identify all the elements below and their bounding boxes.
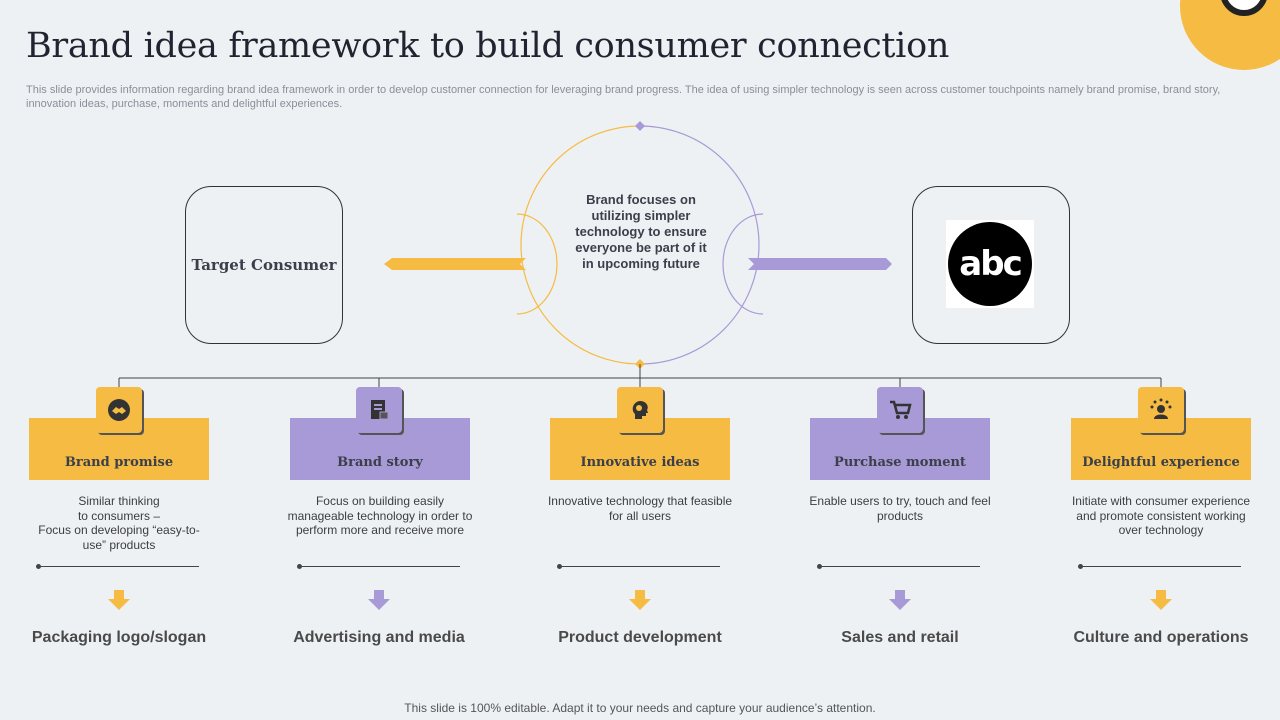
head-idea-icon [617,387,663,433]
pillar-brand-promise-desc: Similar thinking to consumers – Focus on… [24,494,214,552]
pillar-brand-story-outcome: Advertising and media [293,629,465,646]
shopping-cart-icon [877,387,923,433]
pillar-brand-promise-header: Brand promise [29,418,209,480]
right-arrow-bar [748,258,892,270]
target-consumer-label: Target Consumer [191,256,337,274]
document-icon [356,387,402,433]
center-statement: Brand focuses on utilizing simpler techn… [575,192,707,271]
pillar-divider [36,564,199,569]
handshake-icon [96,387,142,433]
down-arrow-5 [1150,590,1172,610]
brand-logo-box: abc [912,186,1070,344]
page-title: Brand idea framework to build consumer c… [26,26,950,66]
pillar-divider [557,564,720,569]
center-circle-arc-yellow [520,125,641,365]
pillar-divider [1078,564,1241,569]
pillar-brand-promise-outcome: Packaging logo/slogan [31,629,207,646]
pillar-purchase-moment-desc: Enable users to try, touch and feel prod… [809,494,991,523]
left-arrow-bar [384,258,526,270]
desc-line: use” products [82,537,156,552]
pillar-title: Brand story [337,455,423,470]
pillar-title: Brand promise [64,455,174,470]
top-diamond [635,121,645,131]
left-bulge-arc [516,213,558,315]
pillar-title: Innovative ideas [580,455,700,470]
pillar-purchase-moment-outcome: Sales and retail [841,629,959,646]
desc-line: to consumers – [77,508,161,523]
footer-note: This slide is 100% editable. Adapt it to… [404,701,876,715]
desc-line: Similar thinking [78,494,160,508]
down-arrow-4 [889,590,911,610]
down-arrow-3 [629,590,651,610]
desc-line: Focus on developing “easy-to- [38,523,200,537]
pillar-title: Delightful experience [1082,455,1240,470]
user-stars-icon [1138,387,1184,433]
pillar-brand-story-desc: Focus on building easily manageable tech… [287,494,473,537]
down-arrow-1 [108,590,130,610]
right-bulge-arc [722,213,764,315]
page-subtitle: This slide provides information regardin… [26,84,1221,110]
pillar-divider [297,564,460,569]
down-arrow-2 [368,590,390,610]
center-circle-arc-purple [639,125,760,365]
pillar-innovative-ideas-desc: Innovative technology that feasible for … [547,494,733,523]
pillar-delightful-experience-outcome: Culture and operations [1073,629,1249,646]
pillar-delightful-experience-desc: Initiate with consumer experience and pr… [1071,494,1251,537]
pillar-innovative-ideas-header: Innovative ideas [550,418,730,480]
pillar-innovative-ideas-outcome: Product development [558,629,722,646]
brand-logo-tile: abc [946,220,1034,308]
pillar-title: Purchase moment [834,455,966,470]
brand-logo: abc [948,222,1032,306]
target-consumer-box: Target Consumer [185,186,343,344]
pillar-divider [817,564,980,569]
